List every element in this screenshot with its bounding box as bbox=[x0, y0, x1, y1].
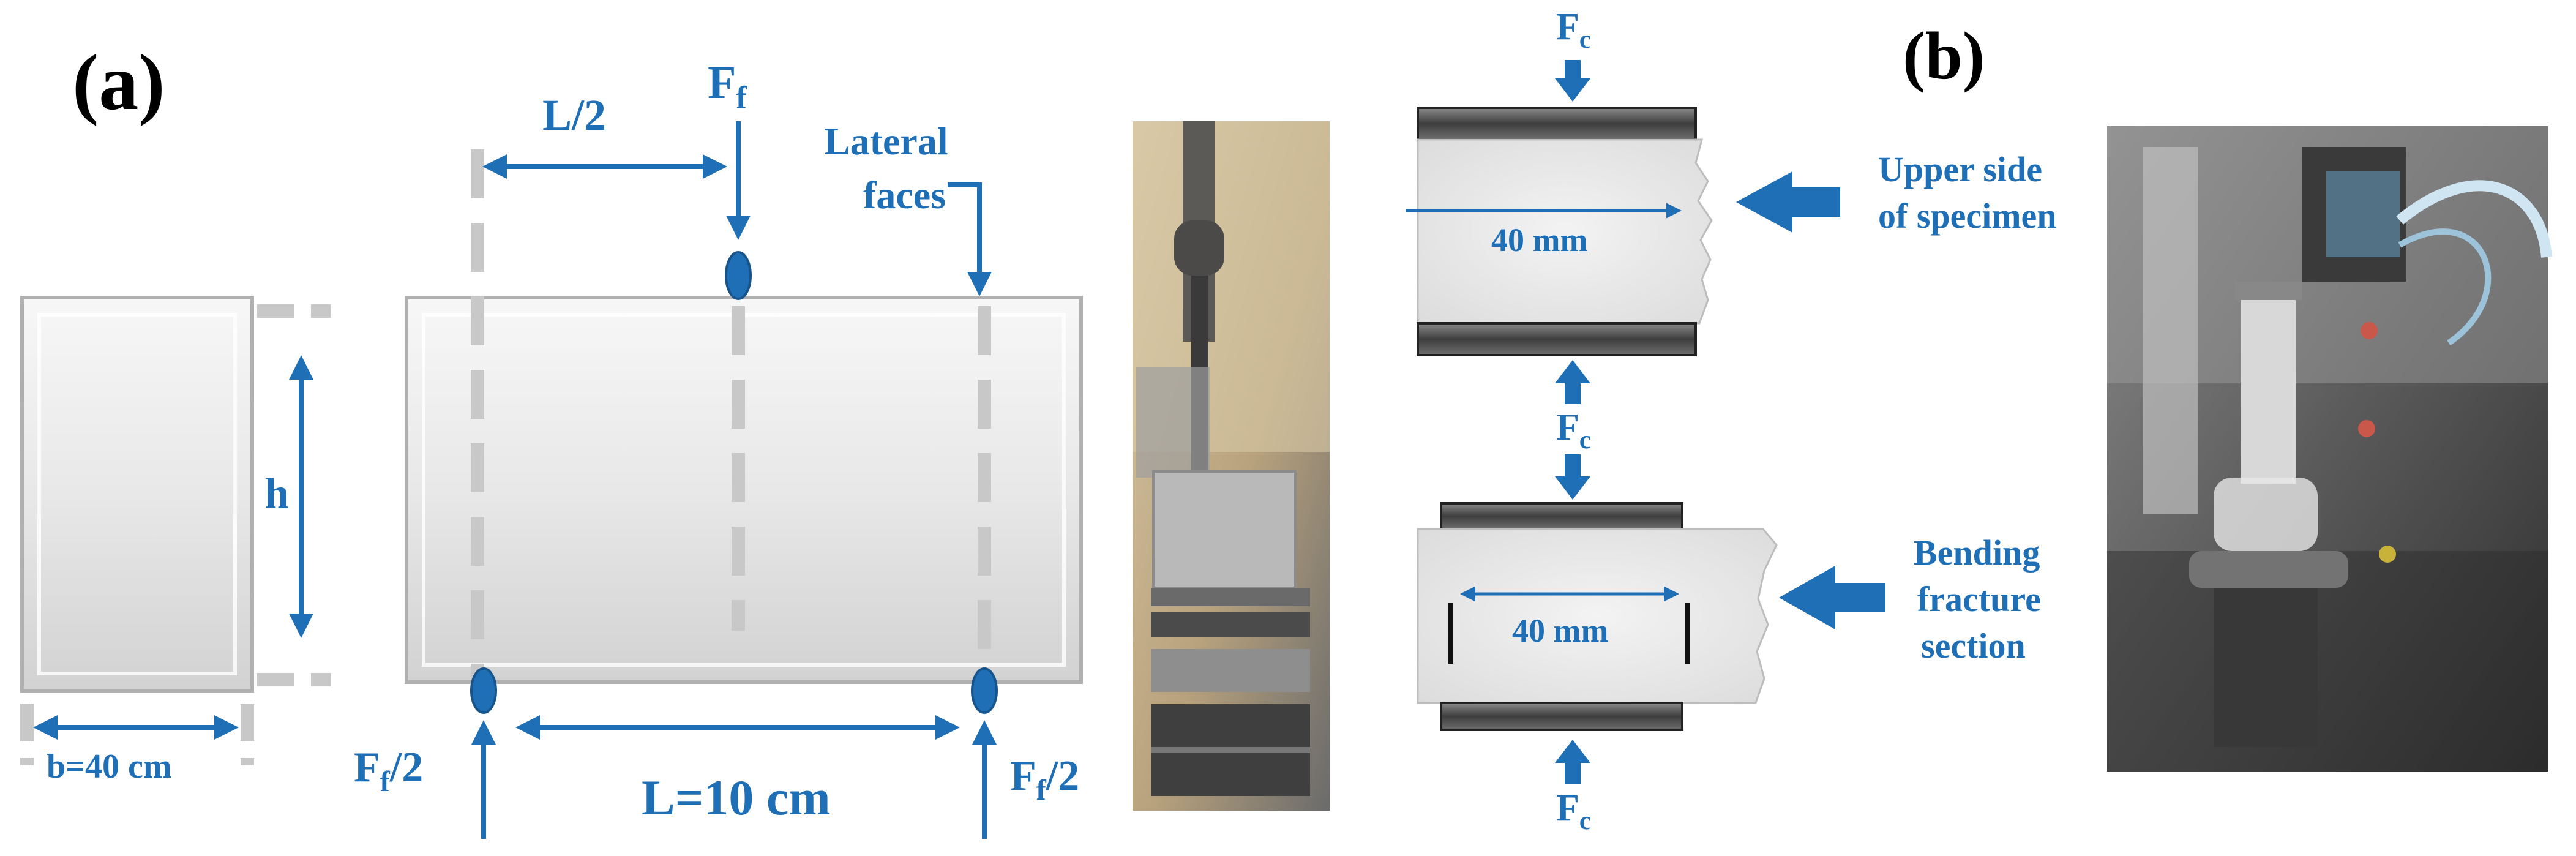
lateral-label-line1: Lateral bbox=[824, 119, 948, 163]
bending-label-line3: section bbox=[1921, 626, 2026, 666]
beam-dashed-lines bbox=[471, 149, 991, 680]
upper-side-label-line1: Upper side bbox=[1878, 149, 2042, 189]
bending-label-line2: fracture bbox=[1917, 579, 2041, 619]
width-label: b=40 cm bbox=[47, 748, 172, 786]
cross-section-prism bbox=[20, 296, 254, 693]
force-mid-label: Fc bbox=[1556, 407, 1591, 454]
force-bottom-arrow bbox=[1555, 740, 1590, 784]
flexural-test-photo bbox=[1133, 121, 1330, 811]
lateral-label-line2: faces bbox=[863, 173, 946, 217]
width-top-label: 40 mm bbox=[1491, 222, 1587, 258]
width-bottom-label: 40 mm bbox=[1512, 612, 1608, 649]
half-span-label: L/2 bbox=[542, 91, 606, 140]
support-right-roller bbox=[971, 667, 998, 714]
compression-test-photo bbox=[2107, 126, 2552, 772]
panel-label-b: (b) bbox=[1903, 18, 1985, 93]
force-top-arrow bbox=[1555, 60, 1590, 102]
support-left-roller bbox=[470, 667, 497, 714]
bending-fracture-arrow bbox=[1779, 566, 1885, 629]
lateral-faces-leader bbox=[948, 182, 992, 296]
upper-side-label-line2: of specimen bbox=[1878, 196, 2057, 236]
bending-fracture-specimen bbox=[1417, 502, 1778, 731]
span-label: L=10 cm bbox=[642, 770, 831, 825]
force-top-label: Fc bbox=[1556, 6, 1591, 54]
bending-label-line1: Bending bbox=[1914, 533, 2040, 573]
panel-label-a: (a) bbox=[72, 39, 165, 127]
cross-section-guides bbox=[20, 304, 331, 765]
force-mid-up-arrow bbox=[1555, 360, 1590, 404]
support-left-label: Ff/2 bbox=[354, 744, 423, 798]
force-mid-down-arrow bbox=[1555, 454, 1590, 500]
force-bottom-label: Fc bbox=[1556, 787, 1591, 835]
support-right-label: Ff/2 bbox=[1010, 753, 1079, 806]
upper-side-specimen bbox=[1417, 107, 1713, 356]
height-label: h bbox=[264, 469, 289, 518]
upper-side-arrow bbox=[1736, 171, 1840, 233]
load-roller bbox=[725, 251, 752, 300]
load-label-main: Ff bbox=[708, 57, 747, 115]
